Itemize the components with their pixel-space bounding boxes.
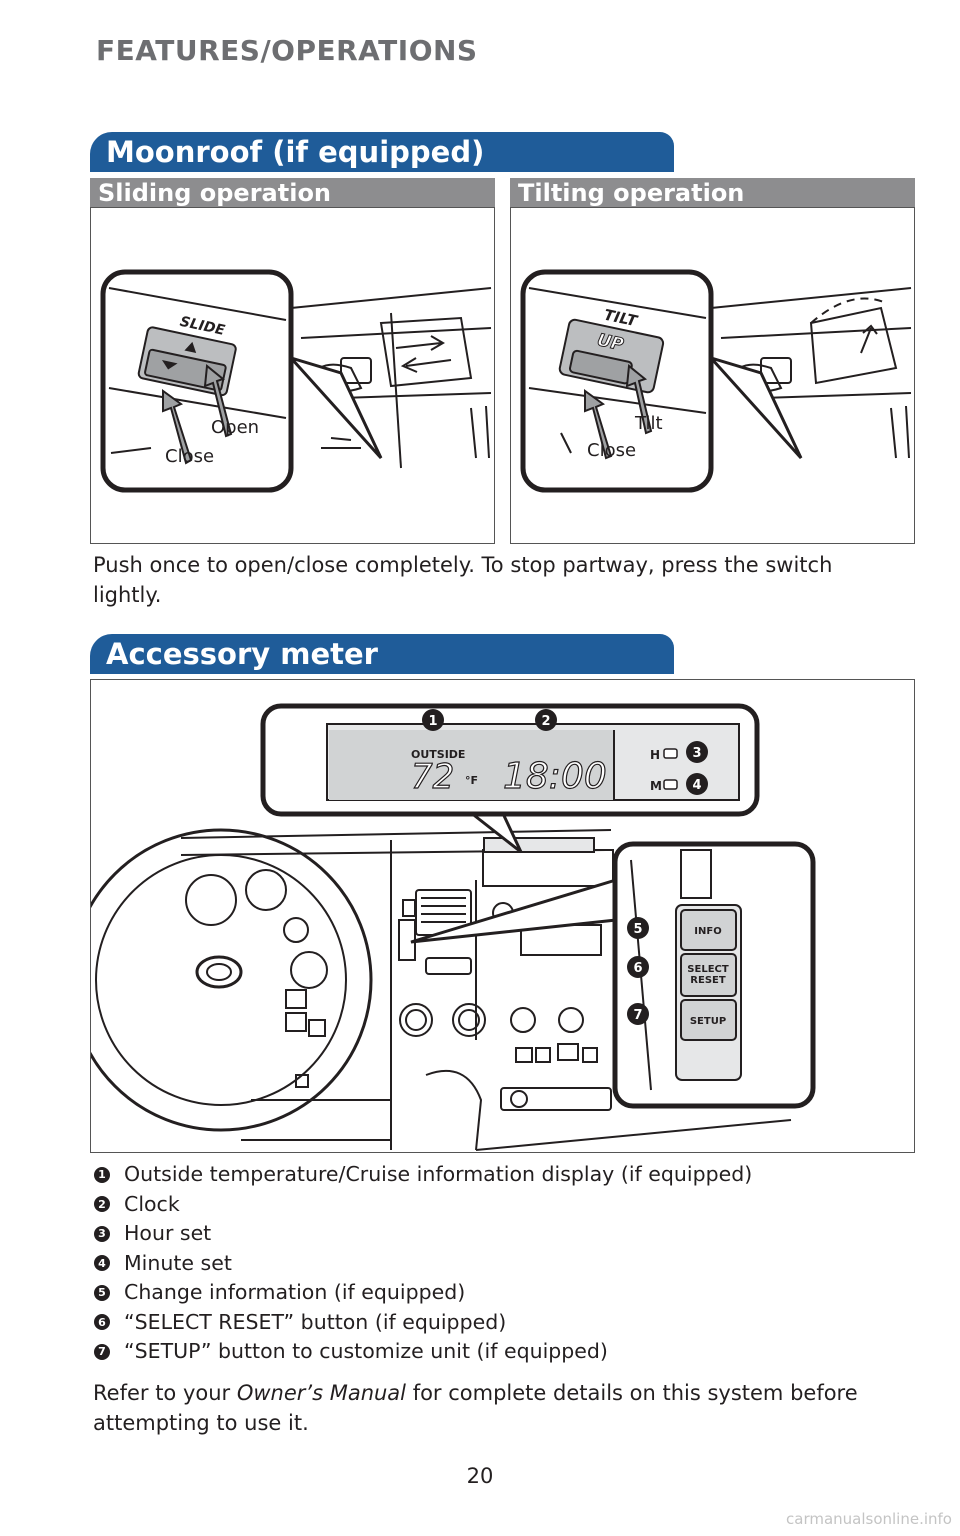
sliding-subbar: Sliding operation <box>90 178 495 208</box>
accessory-illustration: OUTSIDE 72 °F 18:00 H M 1 2 3 4 <box>69 703 816 1151</box>
moonroof-title: Moonroof (if equipped) <box>106 135 485 169</box>
open-label: Open <box>211 417 259 438</box>
callout-3 <box>686 741 708 763</box>
hour-set-button[interactable] <box>663 748 678 759</box>
item-text: “SETUP” button to customize unit (if equ… <box>124 1339 608 1363</box>
clock-readout: 18:00 <box>503 756 607 797</box>
select-reset-button[interactable] <box>680 953 737 997</box>
callout-5-text: 5 <box>633 922 642 937</box>
watermark: carmanualsonline.info <box>786 1510 952 1528</box>
item-text: Clock <box>124 1191 180 1216</box>
tilting-figure: TILT UP Tilt Close <box>510 207 915 544</box>
callout-7 <box>627 1003 649 1025</box>
reset-label: RESET <box>690 975 726 986</box>
item-text: “SELECT RESET” button (if equipped) <box>124 1309 507 1334</box>
callout-6 <box>627 956 649 978</box>
list-item: 6 “SELECT RESET” button (if equipped) <box>94 1308 914 1338</box>
setup-button-label: SETUP <box>690 1016 726 1027</box>
owners-manual-title: Owner’s Manual <box>236 1381 407 1405</box>
close-label-tilt: Close <box>587 440 636 461</box>
callout-6-text: 6 <box>633 961 642 976</box>
item-number: 3 <box>94 1225 110 1242</box>
tilting-illustration: TILT UP Tilt Close <box>520 269 912 493</box>
list-item: 1 Outside temperature/Cruise information … <box>94 1160 914 1190</box>
list-item: 3 Hour set <box>94 1219 914 1249</box>
page-number: 20 <box>466 1464 494 1488</box>
callout-1-text: 1 <box>428 714 437 729</box>
moonroof-description: Push once to open/close completely. To s… <box>93 553 833 607</box>
callout-4 <box>686 773 708 795</box>
item-number: 7 <box>94 1343 110 1360</box>
accessory-figure: OUTSIDE 72 °F 18:00 H M 1 2 3 4 <box>69 679 915 1153</box>
item-text: Outside temperature/Cruise information d… <box>124 1162 753 1186</box>
moonroof-banner: Moonroof (if equipped) <box>90 132 674 172</box>
list-item: 7 “SETUP” button to customize unit (if eq… <box>94 1337 914 1367</box>
note-suffix: for complete details on this system befo… <box>93 1381 858 1435</box>
item-number: 6 <box>94 1314 110 1331</box>
item-number: 2 <box>94 1196 110 1213</box>
section-header: FEATURES/OPERATIONS <box>96 34 478 67</box>
accessory-banner: Accessory meter <box>90 634 674 674</box>
hour-button-label: H <box>650 748 660 762</box>
item-number: 1 <box>94 1166 110 1183</box>
minute-set-button[interactable] <box>663 779 678 790</box>
minute-button-label: M <box>650 779 662 793</box>
note-prefix: Refer to your <box>93 1381 237 1405</box>
tilting-subbar: Tilting operation <box>510 178 915 208</box>
item-text: Minute set <box>124 1250 232 1275</box>
tilt-label: Tilt <box>634 413 663 434</box>
info-button-label: INFO <box>694 926 721 937</box>
callout-4-text: 4 <box>692 778 701 793</box>
outside-label: OUTSIDE <box>411 748 465 761</box>
item-number: 5 <box>94 1284 110 1301</box>
callout-7-text: 7 <box>633 1008 642 1023</box>
close-label-slide: Close <box>165 446 214 467</box>
callout-2 <box>535 709 557 731</box>
callout-2-text: 2 <box>541 714 550 729</box>
temperature-readout: 72 <box>411 757 454 797</box>
sliding-illustration: SLIDE Open Close <box>100 269 492 493</box>
select-label: SELECT <box>687 964 729 975</box>
accessory-title: Accessory meter <box>106 637 378 671</box>
list-item: 5 Change information (if equipped) <box>94 1278 914 1308</box>
setup-button[interactable] <box>680 999 737 1041</box>
callout-5 <box>627 917 649 939</box>
item-text: Hour set <box>124 1221 212 1245</box>
temperature-unit: °F <box>465 774 478 787</box>
manual-note: Refer to your Owner’s Manual for complet… <box>93 1378 903 1438</box>
sliding-figure: SLIDE Open Close <box>90 207 495 544</box>
callout-3-text: 3 <box>692 746 701 761</box>
list-item: 2 Clock <box>94 1190 914 1220</box>
item-number: 4 <box>94 1255 110 1272</box>
item-text: Change information (if equipped) <box>124 1280 466 1304</box>
callout-1 <box>422 709 444 731</box>
accessory-list: 1 Outside temperature/Cruise information … <box>94 1160 914 1367</box>
list-item: 4 Minute set <box>94 1249 914 1279</box>
info-button[interactable] <box>680 909 737 951</box>
